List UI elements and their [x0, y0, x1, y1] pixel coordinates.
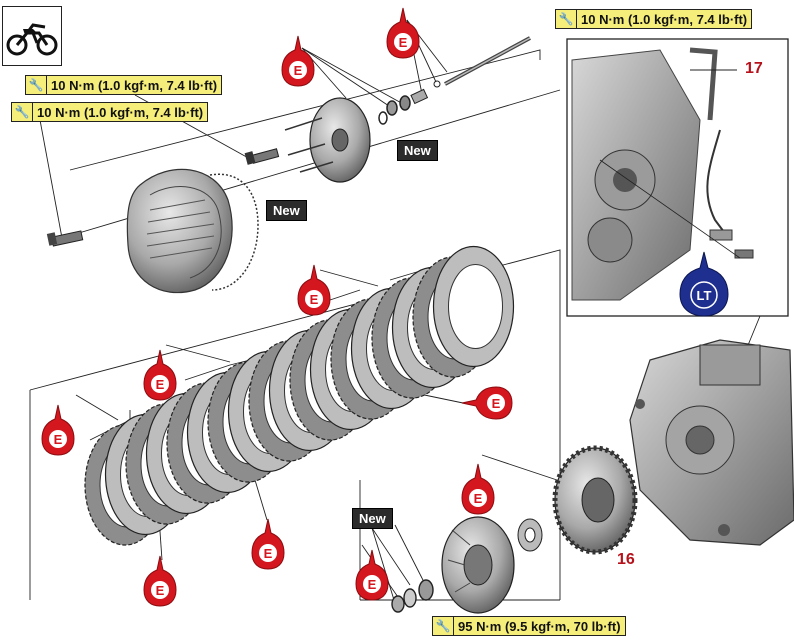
oil-marker-letter: E — [294, 63, 303, 78]
engine-oil-bottle-icon: E — [281, 35, 315, 87]
oil-bottle-label-disc — [305, 290, 323, 308]
washers — [378, 80, 441, 125]
clutch-boss — [441, 516, 515, 614]
callout-17: 17 — [745, 60, 763, 77]
engine-oil-bottle-icon: E — [386, 7, 420, 59]
thrust-washer — [517, 518, 543, 552]
torque-value: 10 N·m (1.0 kgf·m, 7.4 lb·ft) — [581, 11, 748, 27]
oil-bottle-label-disc — [289, 61, 307, 79]
engine-oil-bottle-icon: E — [297, 264, 331, 316]
torque-wrench-icon: 🔧 — [12, 103, 33, 121]
clutch-cover — [126, 168, 259, 294]
torque-spec-left-2: 🔧 10 N·m (1.0 kgf·m, 7.4 lb·ft) — [11, 102, 209, 122]
oil-bottle-label-disc — [487, 394, 505, 412]
oil-bottle-label-disc — [363, 575, 381, 593]
oil-marker-letter: E — [54, 432, 63, 447]
lt-marker-text: LT — [697, 288, 712, 303]
engine-oil-bottle-icon: E — [41, 404, 75, 456]
new-part-label: New — [397, 140, 438, 161]
engine-oil-bottle-icon: E — [461, 386, 513, 420]
engine-oil-bottle-icon: E — [143, 349, 177, 401]
new-part-label: New — [352, 508, 393, 529]
oil-bottle-label-disc — [469, 489, 487, 507]
engine-oil-bottle-icon: E — [461, 463, 495, 515]
nut-washer-set — [391, 579, 434, 613]
engine-oil-bottle-icon: E — [355, 549, 389, 601]
oil-marker-letter: E — [264, 546, 273, 561]
oil-marker-letter: E — [492, 396, 501, 411]
oil-bottle-label-disc — [151, 581, 169, 599]
clutch-housing — [552, 445, 638, 555]
torque-value: 10 N·m (1.0 kgf·m, 7.4 lb·ft) — [51, 77, 218, 93]
torque-wrench-icon: 🔧 — [26, 76, 47, 94]
pressure-plate-bolt — [244, 148, 280, 165]
plate-inner-ring — [448, 264, 503, 349]
torque-spec-left-1: 🔧 10 N·m (1.0 kgf·m, 7.4 lb·ft) — [25, 75, 223, 95]
cover-bolt — [46, 230, 84, 247]
torque-spec-top-right: 🔧 10 N·m (1.0 kgf·m, 7.4 lb·ft) — [555, 9, 753, 29]
oil-marker-letter: E — [156, 377, 165, 392]
oil-bottle-label-disc — [49, 430, 67, 448]
torque-wrench-icon: 🔧 — [433, 617, 454, 635]
torque-spec-bottom: 🔧 95 N·m (9.5 kgf·m, 70 lb·ft) — [432, 616, 626, 636]
motocross-bike-icon — [2, 6, 62, 66]
push-rod — [444, 36, 531, 86]
oil-marker-letter: E — [474, 491, 483, 506]
torque-value: 95 N·m (9.5 kgf·m, 70 lb·ft) — [458, 618, 621, 634]
oil-bottle-label-disc — [151, 375, 169, 393]
oil-marker-letter: E — [310, 292, 319, 307]
torque-wrench-icon: 🔧 — [556, 10, 577, 28]
pressure-plate — [284, 97, 371, 183]
oil-bottle-label-disc — [394, 33, 412, 51]
engine-oil-bottle-icon: E — [251, 518, 285, 570]
engine-assembly — [629, 339, 794, 546]
engine-oil-bottle-icon: E — [143, 555, 177, 607]
engine-oil-markers: E E E E E E E E E E — [41, 7, 513, 607]
oil-marker-letter: E — [399, 35, 408, 50]
detail-box — [566, 38, 789, 317]
oil-marker-letter: E — [368, 577, 377, 592]
new-part-label: New — [266, 200, 307, 221]
oil-bottle-label-disc — [259, 544, 277, 562]
locking-agent-bottle-icon: LT — [679, 251, 729, 317]
torque-value: 10 N·m (1.0 kgf·m, 7.4 lb·ft) — [37, 104, 204, 120]
clutch-plate-stack — [84, 245, 515, 546]
oil-marker-letter: E — [156, 583, 165, 598]
callout-16: 16 — [617, 551, 635, 568]
